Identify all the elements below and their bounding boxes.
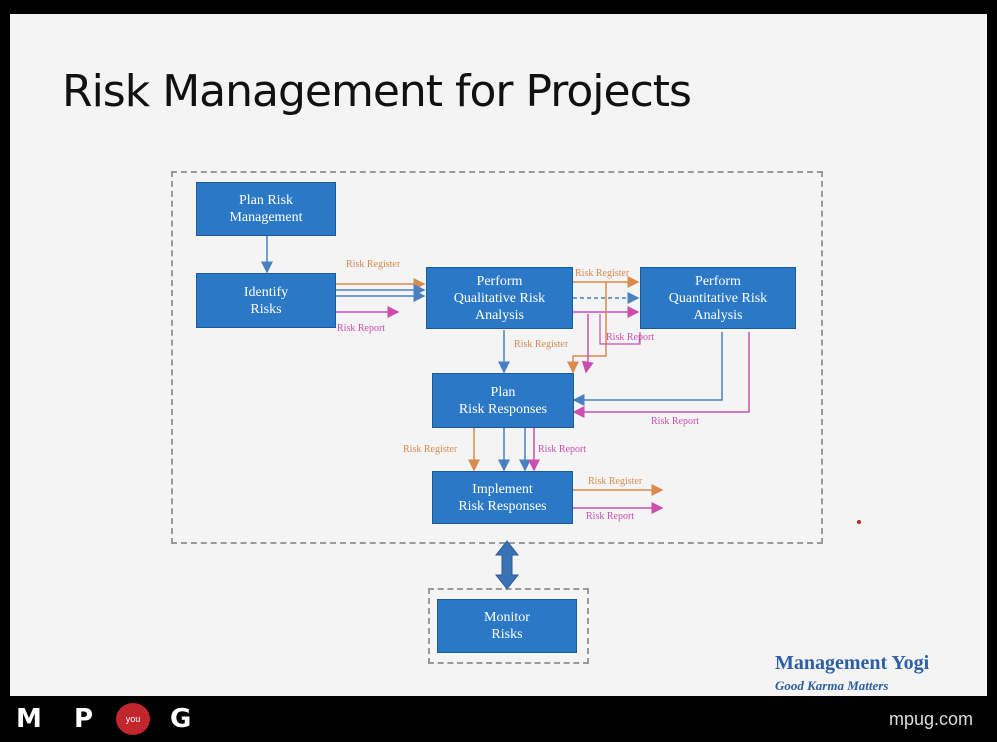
label-risk-report: Risk Report bbox=[586, 511, 635, 522]
logo-letter-g: G bbox=[170, 704, 192, 734]
label-risk-report: Risk Report bbox=[337, 323, 386, 334]
laser-dot bbox=[857, 520, 861, 524]
arrow-quant-report-loop bbox=[599, 314, 641, 345]
box-plan-risk-management: Plan Risk Management bbox=[196, 182, 336, 236]
label-risk-register: Risk Register bbox=[575, 268, 630, 279]
arrow-qual-register-down bbox=[567, 282, 607, 374]
arrow-quant-report-plan bbox=[572, 332, 750, 418]
box-implement-risk-responses: Implement Risk Responses bbox=[432, 471, 573, 524]
video-footer: M P you G mpug.com bbox=[0, 696, 997, 742]
label-risk-register: Risk Register bbox=[346, 259, 401, 270]
watermark-brand: Management Yogi bbox=[775, 652, 930, 674]
label-risk-report: Risk Report bbox=[651, 416, 700, 427]
double-arrow-monitor bbox=[494, 540, 520, 590]
logo-badge: you bbox=[116, 703, 150, 735]
site-url[interactable]: mpug.com bbox=[888, 709, 973, 729]
label-risk-report: Risk Report bbox=[538, 444, 587, 455]
logo-letter-m: M bbox=[16, 704, 42, 734]
flow-arrows bbox=[261, 236, 750, 590]
monitor-frame bbox=[428, 588, 589, 664]
label-risk-register: Risk Register bbox=[588, 476, 643, 487]
arrow-quant-to-plan bbox=[572, 332, 723, 406]
box-identify-risks: Identify Risks bbox=[196, 273, 336, 328]
label-risk-report: Risk Report bbox=[606, 332, 655, 343]
process-frame bbox=[171, 171, 823, 544]
box-qualitative-analysis: Perform Qualitative Risk Analysis bbox=[426, 267, 573, 329]
label-risk-register: Risk Register bbox=[514, 339, 569, 350]
slide: Risk Management for Projects bbox=[10, 14, 987, 696]
label-risk-register: Risk Register bbox=[403, 444, 458, 455]
arrow-qual-report-down bbox=[581, 314, 594, 374]
box-plan-risk-responses: Plan Risk Responses bbox=[432, 373, 574, 428]
slide-title: Risk Management for Projects bbox=[62, 66, 692, 117]
box-monitor-risks: Monitor Risks bbox=[437, 599, 577, 653]
box-quantitative-analysis: Perform Quantitative Risk Analysis bbox=[640, 267, 796, 329]
watermark-tagline: Good Karma Matters bbox=[775, 678, 889, 693]
logo-letter-p: P bbox=[74, 704, 94, 734]
